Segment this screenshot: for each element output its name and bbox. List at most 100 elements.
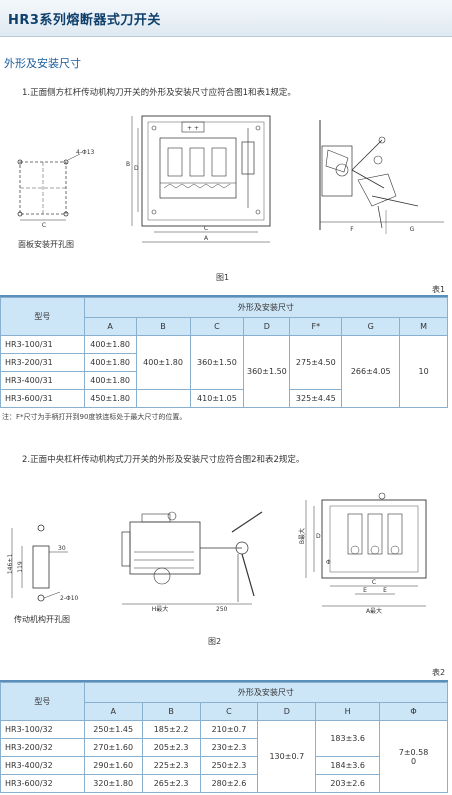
table1: 型号 外形及安装尺寸 A B C D F* G M HR3-100/31 400… (0, 297, 449, 408)
fig1-dim-c: C (204, 225, 208, 232)
table-cell-d: 130±0.7 (257, 720, 317, 793)
table2-col-c: C (199, 702, 259, 721)
fig1-dim-a: A (204, 235, 209, 242)
table-cell-a: 400±1.80 (83, 371, 137, 390)
table-cell-a: 270±1.60 (83, 738, 143, 757)
section-title: 外形及安装尺寸 (4, 57, 81, 70)
fig1-dim-b: B (126, 161, 130, 168)
table1-caption: 表1 (432, 285, 446, 294)
panel2-dim-146: 146±1 (7, 554, 14, 574)
table-cell-g: 266±4.05 (341, 335, 401, 408)
panel2-dim-30: 30 (58, 545, 66, 552)
table-row-model: HR3-400/32 (0, 756, 85, 775)
fig2-dim-d: D (316, 533, 321, 540)
table2-caption: 表2 (432, 668, 446, 677)
table1-col-f: F* (289, 317, 343, 336)
switch-front-drawing-2: B最大 D C E E A最大 Φ (298, 492, 427, 615)
fig1-dim-d: D (134, 165, 139, 172)
table1-group-header: 外形及安装尺寸 (83, 297, 449, 318)
table-cell-a: 400±1.80 (83, 353, 137, 372)
table-cell-a: 250±1.45 (83, 720, 143, 739)
table1-col-g: G (341, 317, 401, 336)
switch-side-drawing-1: F G (319, 120, 444, 234)
panel2-dim-119: 119 (17, 561, 24, 573)
table-cell-b-empty (135, 389, 191, 408)
table-cell-b: 185±2.2 (141, 720, 201, 739)
table1-model-header: 型号 (0, 297, 85, 336)
table-cell-h: 183±3.6 (315, 720, 381, 757)
table-row-model: HR3-600/32 (0, 774, 85, 793)
panel-cutout-label-2: 传动机构开孔图 (14, 615, 70, 624)
table-cell-b: 265±2.3 (141, 774, 201, 793)
fig2-dim-a: A最大 (366, 607, 382, 615)
figure1-caption: 图1 (216, 273, 230, 282)
switch-side-drawing-2: H最大 250 (121, 511, 263, 613)
table-cell-h: 184±3.6 (315, 756, 381, 775)
panel-cutout-drawing-2: 146±1 119 30 2-Φ10 (7, 524, 79, 602)
fig1-dim-g: G (410, 226, 415, 233)
panel-cutout-drawing-1: 4-Φ13 C (17, 149, 95, 229)
table2-col-d: D (257, 702, 317, 721)
fig2-dim-phi: Φ (326, 559, 331, 566)
page-title: HR3系列熔断器式刀开关 (8, 13, 161, 28)
table1-col-c: C (189, 317, 245, 336)
table-cell-c: 250±2.3 (199, 756, 259, 775)
table-cell-c: 210±0.7 (199, 720, 259, 739)
table-cell-c: 280±2.6 (199, 774, 259, 793)
table-cell-a: 320±1.80 (83, 774, 143, 793)
panel-cutout-label-1: 面板安装开孔图 (18, 240, 74, 249)
table-cell-d: 360±1.50 (243, 335, 291, 408)
table2-col-phi: Φ (379, 702, 448, 721)
fig2-dim-e2: E (383, 587, 387, 594)
table-cell-c: 410±1.05 (189, 389, 245, 408)
table2: 型号 外形及安装尺寸 A B C D H Φ HR3-100/32 250±1.… (0, 682, 449, 793)
fig1-dim-f: F (350, 226, 354, 233)
table1-top-rule (0, 295, 448, 297)
table-cell-m: 10 (399, 335, 448, 408)
table-cell-h: 203±2.6 (315, 774, 381, 793)
table2-col-a: A (83, 702, 143, 721)
table2-group-header: 外形及安装尺寸 (83, 682, 449, 703)
part2-intro: 2.正面中央杠杆传动机构式刀开关的外形及安装尺寸应符合图2和表2规定。 (22, 455, 305, 465)
table-cell-b: 205±2.3 (141, 738, 201, 757)
page-header: HR3系列熔断器式刀开关 (0, 0, 452, 37)
fig2-dim-250: 250 (216, 606, 228, 613)
table2-col-b: B (141, 702, 201, 721)
table1-col-d: D (243, 317, 291, 336)
table-cell-f: 275±4.50 (289, 335, 343, 390)
part1-intro: 1.正面侧方杠杆传动机构刀开关的外形及安装尺寸应符合图1和表1规定。 (22, 88, 296, 98)
table-cell-c: 230±2.3 (199, 738, 259, 757)
table-cell-b: 225±2.3 (141, 756, 201, 775)
table-row-model: HR3-200/31 (0, 353, 85, 372)
table2-col-h: H (315, 702, 381, 721)
fig2-dim-b: B最大 (298, 528, 306, 544)
table-row-model: HR3-600/31 (0, 389, 85, 408)
table2-model-header: 型号 (0, 682, 85, 721)
table-row-model: HR3-100/31 (0, 335, 85, 354)
switch-front-drawing-1: + + B D C A (126, 115, 271, 243)
table-row-model: HR3-200/32 (0, 738, 85, 757)
panel-hole-label: 4-Φ13 (76, 149, 95, 156)
panel-dim-c: C (42, 222, 46, 229)
table1-note: 注：F*尺寸为手柄打开到90度铁连标处于最大尺寸的位置。 (2, 413, 187, 421)
table-cell-f: 325±4.45 (289, 389, 343, 408)
panel2-hole-label: 2-Φ10 (60, 595, 79, 602)
fig2-dim-h: H最大 (152, 605, 169, 613)
table-row-model: HR3-100/32 (0, 720, 85, 739)
table-cell-a: 400±1.80 (83, 335, 137, 354)
table1-col-b: B (135, 317, 191, 336)
fig2-dim-e1: E (363, 587, 367, 594)
table-cell-phi: 7±0.58 0 (379, 720, 448, 793)
table-cell-a: 290±1.60 (83, 756, 143, 775)
table1-col-a: A (83, 317, 137, 336)
table-cell-b: 400±1.80 (135, 335, 191, 390)
table-cell-phi-bottom: 0 (411, 756, 417, 766)
table-row-model: HR3-400/31 (0, 371, 85, 390)
table2-top-rule (0, 680, 448, 682)
table-cell-a: 450±1.80 (83, 389, 137, 408)
table-cell-c: 360±1.50 (189, 335, 245, 390)
svg-text:+ +: + + (187, 125, 199, 132)
table1-col-m: M (399, 317, 448, 336)
figure2-caption: 图2 (208, 637, 222, 646)
fig2-dim-c: C (372, 579, 376, 586)
